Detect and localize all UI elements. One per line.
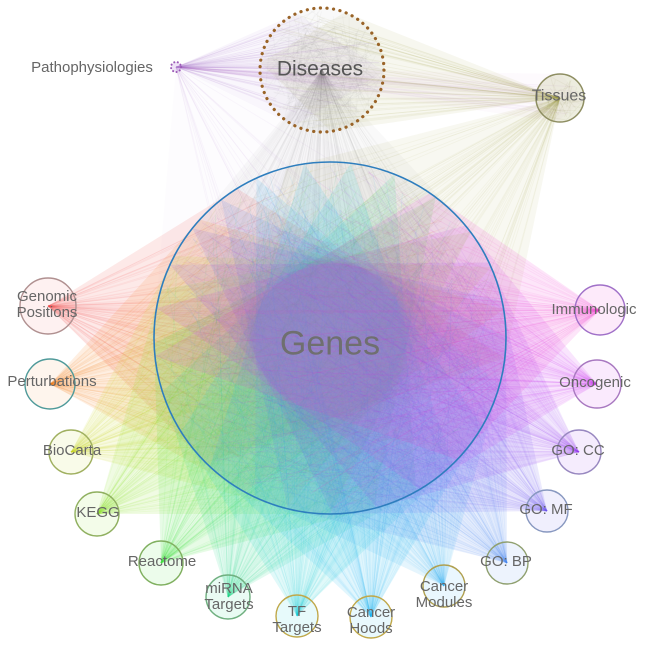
node-circle-biocarta[interactable] xyxy=(48,429,94,475)
node-label-pathophysiologies[interactable]: Pathophysiologies xyxy=(31,58,153,76)
node-circle-oncogenic[interactable] xyxy=(572,359,622,409)
edge-bundle-cancer_modules-genes xyxy=(167,173,500,587)
edge-bundle-pathophysiologies-tissues xyxy=(175,66,578,115)
node-label-mirna_targets[interactable]: miRNA Targets xyxy=(204,579,254,613)
node-circle-diseases[interactable] xyxy=(258,6,386,134)
node-label-kegg[interactable]: KEGG xyxy=(76,503,120,521)
edge-bundle-tissues-diseases xyxy=(260,12,561,132)
inner-edges-diseases xyxy=(260,8,385,131)
node-circle-mirna_targets[interactable] xyxy=(205,574,251,620)
node-circle-reactome[interactable] xyxy=(138,540,184,586)
node-circle-perturbations[interactable] xyxy=(24,358,76,410)
edge-bundle-go_bp-genes xyxy=(162,180,508,564)
node-label-tissues[interactable]: Tissues xyxy=(531,87,587,105)
node-circle-cancer_modules[interactable] xyxy=(422,564,466,608)
edge-bundle-reactome-genes xyxy=(154,177,500,564)
node-label-go_bp[interactable]: GO: BP xyxy=(480,552,532,570)
edge-bundle-diseases-genes xyxy=(170,69,493,514)
edge-bundle-cancer_hoods-genes xyxy=(158,163,496,618)
edge-bundle-immunologic-genes xyxy=(154,172,601,508)
node-label-genomic_positions[interactable]: Genomic Positions xyxy=(16,287,78,321)
node-label-biocarta[interactable]: BioCarta xyxy=(42,441,102,459)
node-circle-kegg[interactable] xyxy=(74,491,120,537)
node-label-genes[interactable]: Genes xyxy=(279,324,381,363)
node-circle-genes[interactable] xyxy=(153,161,507,515)
edge-bundle-kegg-genes xyxy=(96,179,481,515)
node-circle-tf_targets[interactable] xyxy=(275,594,319,638)
node-label-oncogenic[interactable]: Oncogenic xyxy=(559,373,631,391)
node-circle-tissues[interactable] xyxy=(535,73,585,123)
edge-bundle-pathophysiologies-genes xyxy=(175,66,476,472)
edge-bundle-tf_targets-genes xyxy=(181,163,481,617)
edge-bundle-tissues-genes xyxy=(161,97,561,484)
node-label-diseases[interactable]: Diseases xyxy=(276,57,364,81)
edge-bundle-perturbations-genes xyxy=(49,181,504,506)
node-circle-immunologic[interactable] xyxy=(574,284,626,336)
node-circle-cancer_hoods[interactable] xyxy=(349,595,393,639)
inner-edges-tissues xyxy=(537,75,585,122)
edge-bundle-mirna_targets-genes xyxy=(162,171,492,598)
edge-bundle-go_mf-genes xyxy=(174,166,548,514)
node-label-go_cc[interactable]: GO: CC xyxy=(551,441,605,459)
node-circle-go_mf[interactable] xyxy=(525,489,569,533)
node-circle-go_bp[interactable] xyxy=(485,541,529,585)
node-label-go_mf[interactable]: GO: MF xyxy=(519,500,573,518)
node-label-reactome[interactable]: Reactome xyxy=(127,552,197,570)
edge-bundle-pathophysiologies-diseases xyxy=(175,13,384,126)
node-label-immunologic[interactable]: Immunologic xyxy=(551,300,637,318)
node-circle-genomic_positions[interactable] xyxy=(19,277,77,335)
edge-bundle-oncogenic-genes xyxy=(156,171,598,509)
node-label-cancer_hoods[interactable]: Cancer Hoods xyxy=(346,603,396,637)
edge-bundle-biocarta-genes xyxy=(70,169,492,509)
node-label-tf_targets[interactable]: TF Targets xyxy=(272,602,322,636)
node-circle-pathophysiologies[interactable] xyxy=(170,61,182,73)
node-label-cancer_modules[interactable]: Cancer Modules xyxy=(415,577,473,611)
edge-bundle-go_cc-genes xyxy=(168,170,580,509)
node-circle-go_cc[interactable] xyxy=(556,429,602,475)
node-label-perturbations[interactable]: Perturbations xyxy=(7,372,97,390)
